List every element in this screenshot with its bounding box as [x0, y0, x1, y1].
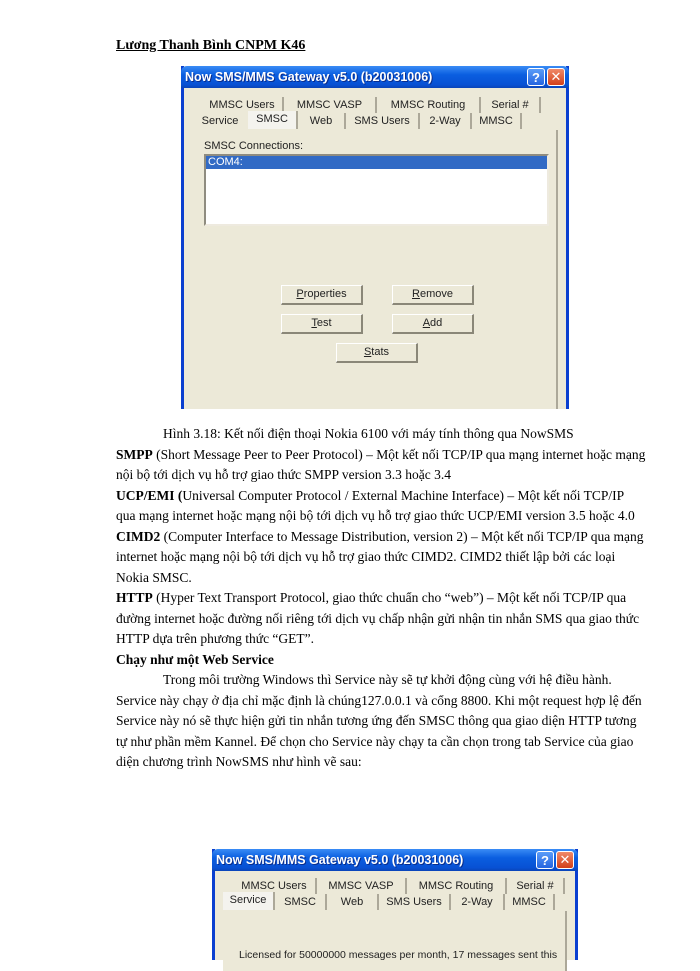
window-title: Now SMS/MMS Gateway v5.0 (b20031006)	[185, 70, 433, 84]
smpp-paragraph: SMPP (Short Message Peer to Peer Protoco…	[116, 445, 646, 486]
figure-caption: Hình 3.18: Kết nối điện thoại Nokia 6100…	[163, 426, 574, 441]
tab-service[interactable]: Service	[223, 892, 275, 910]
tab-service[interactable]: Service	[201, 115, 239, 127]
help-icon[interactable]: ?	[527, 68, 545, 86]
test-accel: T	[311, 317, 317, 329]
http-description: (Hyper Text Transport Protocol, giao thứ…	[116, 590, 640, 646]
properties-button[interactable]: Properties	[281, 285, 363, 305]
close-icon[interactable]: ✕	[556, 851, 574, 869]
tab-mmsc-routing[interactable]: MMSC Routing	[377, 97, 481, 113]
list-item-com4[interactable]: COM4:	[206, 156, 547, 169]
tab-smsc[interactable]: SMSC	[248, 111, 298, 129]
tab-mmsc-users[interactable]: MMSC Users	[233, 878, 317, 894]
smpp-term: SMPP	[116, 446, 153, 462]
tab-sms-users[interactable]: SMS Users	[346, 113, 420, 129]
add-button[interactable]: Add	[392, 314, 474, 334]
smsc-connections-list[interactable]: COM4:	[204, 154, 549, 226]
tab-2way[interactable]: 2-Way	[451, 894, 505, 910]
tab-mmsc-vasp[interactable]: MMSC VASP	[317, 878, 407, 894]
section-heading-text: Chạy như một Web Service	[116, 651, 274, 667]
tab-mmsc-users[interactable]: MMSC Users	[202, 97, 284, 113]
cimd-paragraph: CIMD2 (Computer Interface to Message Dis…	[116, 527, 646, 589]
tab-mmsc[interactable]: MMSC	[505, 894, 555, 910]
nowsms-window-smsc: Now SMS/MMS Gateway v5.0 (b20031006) ? ✕…	[181, 66, 569, 409]
tab-web[interactable]: Web	[327, 894, 379, 910]
remove-button[interactable]: Remove	[392, 285, 474, 305]
cimd-description: (Computer Interface to Message Distribut…	[116, 528, 644, 585]
tab-web[interactable]: Web	[298, 113, 346, 129]
smsc-connections-label: SMSC Connections:	[204, 140, 304, 152]
ucp-description: Universal Computer Protocol / External M…	[116, 487, 635, 524]
help-icon[interactable]: ?	[536, 851, 554, 869]
tab-mmsc-vasp[interactable]: MMSC VASP	[284, 97, 377, 113]
remove-accel: R	[412, 288, 420, 300]
tab-mmsc[interactable]: MMSC	[472, 113, 522, 129]
http-term: HTTP	[116, 590, 153, 605]
nowsms-window-service: Now SMS/MMS Gateway v5.0 (b20031006) ? ✕…	[212, 849, 578, 971]
tab-2way[interactable]: 2-Way	[420, 113, 472, 129]
tab-sms-users[interactable]: SMS Users	[379, 894, 451, 910]
properties-label: roperties	[303, 288, 347, 300]
remove-label: emove	[419, 288, 453, 300]
test-button[interactable]: Test	[281, 314, 363, 334]
cimd-term: CIMD2	[116, 528, 161, 544]
ucp-paragraph: UCP/EMI (Universal Computer Protocol / E…	[116, 486, 646, 527]
add-accel: A	[422, 317, 431, 329]
service-paragraph: Trong môi trường Windows thì Service này…	[116, 672, 642, 769]
test-label: est	[316, 317, 332, 329]
license-text: Licensed for 50000000 messages per month…	[239, 949, 558, 961]
close-icon[interactable]: ✕	[547, 68, 565, 86]
smpp-description: (Short Message Peer to Peer Protocol) – …	[116, 446, 646, 483]
ucp-term: UCP/EMI (	[116, 487, 183, 503]
stats-accel: S	[363, 346, 372, 358]
author-header: Lương Thanh Bình CNPM K46	[116, 38, 306, 53]
tab-strip: MMSC Users MMSC VASP MMSC Routing Serial…	[223, 875, 567, 911]
http-paragraph: HTTP (Hyper Text Transport Protocol, gia…	[116, 588, 646, 650]
section-heading: Chạy như một Web Service	[116, 650, 646, 671]
tab-mmsc-routing[interactable]: MMSC Routing	[407, 878, 507, 894]
stats-button[interactable]: Stats	[336, 343, 418, 363]
service-panel: Licensed for 50000000 messages per month…	[223, 911, 567, 971]
window-title: Now SMS/MMS Gateway v5.0 (b20031006)	[216, 853, 464, 867]
smsc-panel: SMSC Connections: COM4: Properties Remov…	[192, 130, 558, 409]
window-title-bar[interactable]: Now SMS/MMS Gateway v5.0 (b20031006) ? ✕	[212, 849, 578, 871]
document-body: Hình 3.18: Kết nối điện thoại Nokia 6100…	[116, 424, 646, 773]
stats-label: tats	[371, 346, 390, 358]
tab-serial[interactable]: Serial #	[481, 97, 541, 113]
tab-serial[interactable]: Serial #	[507, 878, 565, 894]
tab-smsc[interactable]: SMSC	[275, 894, 327, 910]
tab-strip: MMSC Users MMSC VASP MMSC Routing Serial…	[192, 94, 558, 130]
add-label: dd	[430, 317, 443, 329]
properties-accel: P	[296, 288, 304, 300]
window-title-bar[interactable]: Now SMS/MMS Gateway v5.0 (b20031006) ? ✕	[181, 66, 569, 88]
